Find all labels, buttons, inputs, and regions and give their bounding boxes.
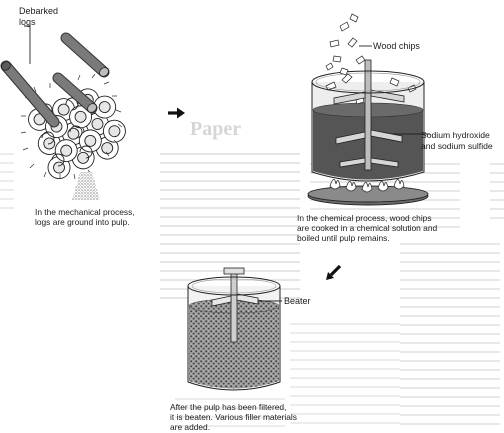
label-beater: Beater [284, 296, 311, 306]
debarked-logs-leader [24, 25, 31, 64]
debarked-log-2 [52, 72, 98, 114]
chemical-digester [307, 13, 430, 206]
burner-flames [329, 179, 405, 193]
caption-beating-process: After the pulp has been filtered, it is … [170, 402, 297, 433]
wood-chips-falling [325, 13, 366, 76]
mechanical-grinder [0, 25, 126, 200]
caption-chemical-process: In the chemical process, wood chips are … [297, 213, 438, 244]
caption-mechanical-process: In the mechanical process, logs are grou… [35, 207, 135, 228]
label-sodium-chemicals: Sodium hydroxide and sodium sulfide [421, 130, 493, 151]
arrow-right [168, 107, 185, 119]
beater-tank [187, 267, 282, 391]
ground-pulp-stream [72, 172, 100, 200]
arrow-down-left [326, 264, 342, 280]
debarked-log-3 [60, 32, 110, 78]
grinding-wheels [20, 73, 126, 180]
debarked-log-1 [0, 60, 60, 128]
background-heading: Paper [190, 118, 242, 140]
label-wood-chips: Wood chips [373, 41, 420, 51]
label-debarked-logs: Debarked logs [19, 6, 59, 27]
